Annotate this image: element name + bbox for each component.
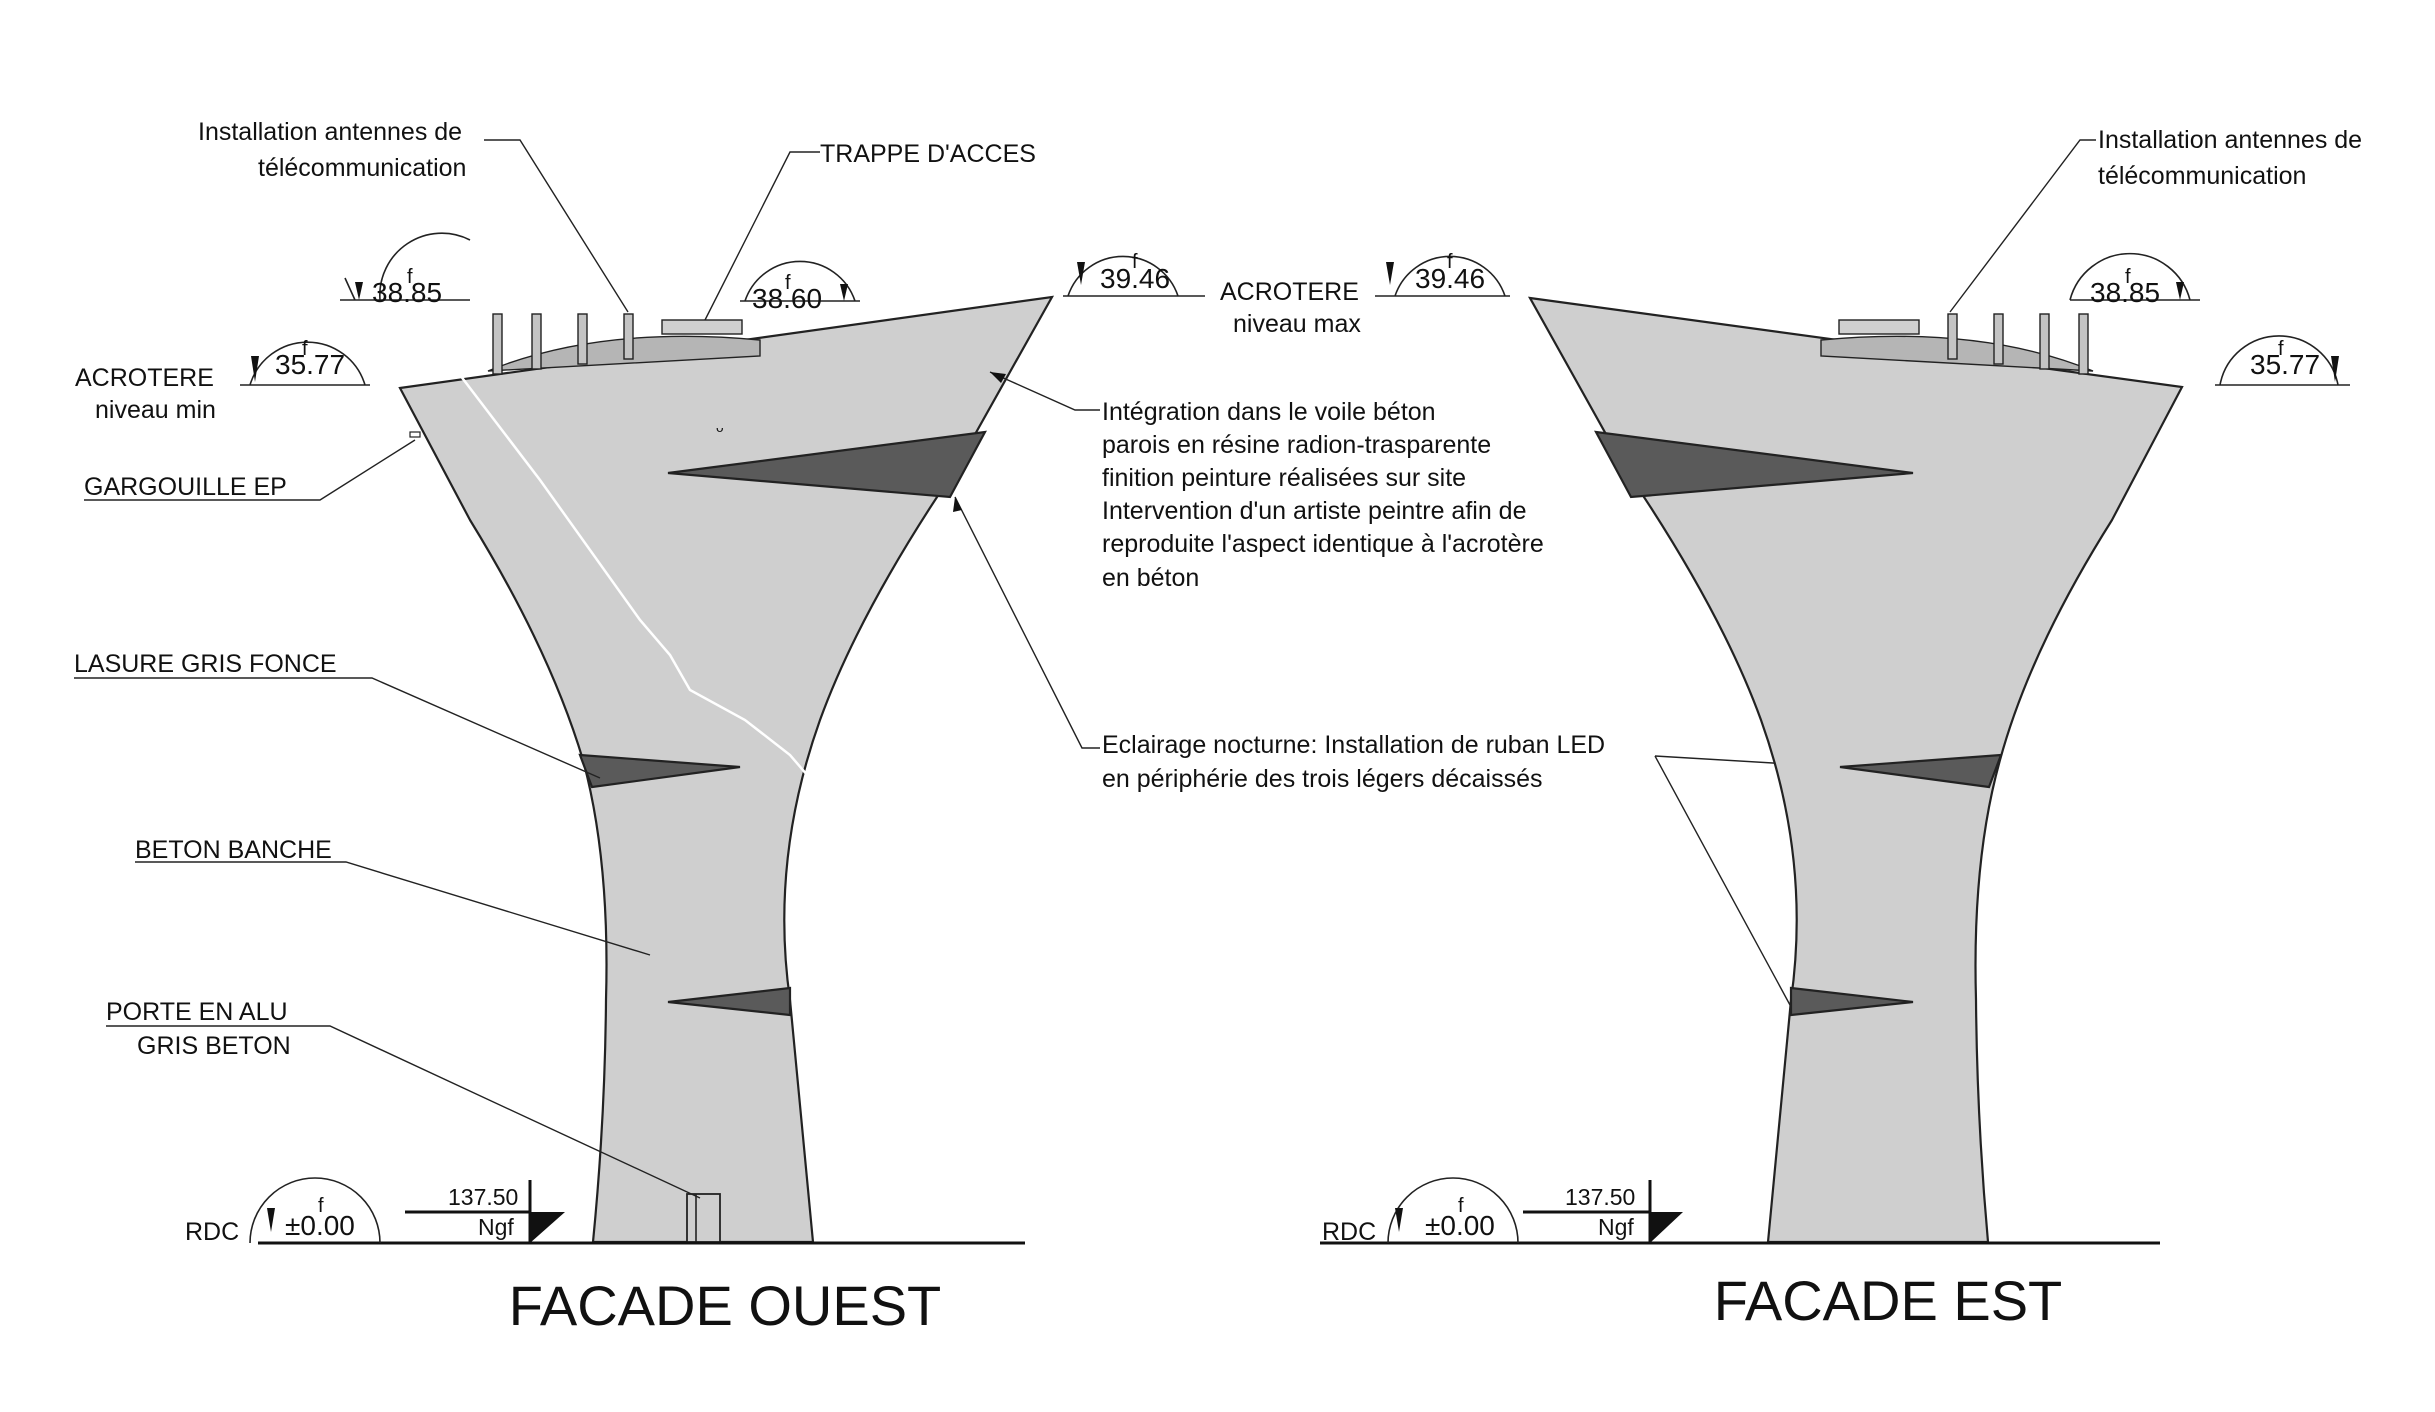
west-title: FACADE OUEST (509, 1274, 942, 1337)
center-notes: ACROTERE niveau max Intégration dans le … (953, 278, 1841, 1006)
east-facade: Installation antennes de télécommunicati… (1320, 126, 2362, 1332)
acrotere-max-label-2: niveau max (1233, 310, 1361, 338)
level-marker: f (1132, 251, 1138, 273)
porte-label-1: PORTE EN ALU (106, 998, 288, 1026)
west-antennas-label-2: télécommunication (258, 154, 466, 182)
gargouille-label: GARGOUILLE EP (84, 473, 287, 501)
east-level-000-value: ±0.00 (1425, 1210, 1495, 1241)
east-rdc-label: RDC (1322, 1218, 1376, 1246)
east-antennas-label-1: Installation antennes de (2098, 126, 2362, 154)
led-note-line-2: en périphérie des trois légers décaissés (1102, 765, 1543, 793)
west-rdc-label: RDC (185, 1218, 239, 1246)
level-marker: f (1447, 251, 1453, 273)
east-ngf-marker: 137.50 Ngf (1523, 1180, 1683, 1243)
west-level-3860-value: 38.60 (752, 283, 822, 314)
level-marker: f (302, 338, 308, 360)
west-level-000-value: ±0.00 (285, 1210, 355, 1241)
level-marker: f (407, 266, 413, 288)
led-leader-west (954, 496, 1100, 749)
west-access-hatch (661, 319, 743, 335)
west-recess-mid (578, 753, 741, 789)
east-recess-top (1594, 430, 1914, 499)
level-marker: f (2278, 338, 2284, 360)
west-level-000: ±0.00 f (249, 1177, 381, 1244)
west-level-3946-value: 39.46 (1100, 263, 1170, 294)
west-level-3885-value: 38.85 (372, 277, 442, 308)
west-antennas-label-1: Installation antennes de (198, 118, 462, 146)
east-level-3946: 39.46 f (1375, 251, 1510, 297)
east-ngf-value: 137.50 (1565, 1184, 1635, 1210)
west-antenna-2 (531, 313, 542, 370)
west-ngf-marker: 137.50 Ngf (405, 1180, 565, 1243)
east-title: FACADE EST (1714, 1269, 2063, 1332)
gargouille-spout (409, 431, 421, 438)
west-ngf-value: 137.50 (448, 1184, 518, 1210)
west-facade: ᵕ Installation antennes de télécommunica… (74, 118, 1205, 1337)
integration-leader (989, 371, 1100, 411)
integration-note-line-4: Intervention d'un artiste peintre afin d… (1102, 497, 1527, 525)
west-hatch-leader (704, 151, 820, 321)
integration-note-line-1: Intégration dans le voile béton (1102, 398, 1436, 426)
led-leader-east-low (1654, 755, 1791, 1006)
west-door (686, 1193, 721, 1243)
small-mark: ᵕ (716, 420, 724, 442)
east-antenna-2 (1993, 313, 2004, 365)
integration-note-line-6: en béton (1102, 564, 1199, 592)
east-antenna-4 (2078, 313, 2089, 375)
west-antenna-1 (492, 313, 503, 375)
east-antenna-1 (1947, 313, 1958, 360)
east-ngf-label: Ngf (1598, 1214, 1634, 1240)
lasure-label: LASURE GRIS FONCE (74, 650, 337, 678)
acrotere-max-label-1: ACROTERE (1220, 278, 1359, 306)
porte-leader (106, 1025, 701, 1199)
east-recess-low (1789, 986, 1914, 1017)
integration-note-line-2: parois en résine radion-trasparente (1102, 431, 1491, 459)
led-note-line-1: Eclairage nocturne: Installation de ruba… (1102, 731, 1605, 759)
integration-note-line-3: finition peinture réalisées sur site (1102, 464, 1466, 492)
beton-label: BETON BANCHE (135, 836, 332, 864)
west-level-3577-value: 35.77 (275, 349, 345, 380)
east-level-3885: 38.85 f (2069, 252, 2200, 308)
west-recess-top (667, 430, 987, 499)
west-antennas-leader (484, 139, 629, 313)
west-level-3860: 38.60 f (740, 260, 860, 314)
east-antennas-label-2: télécommunication (2098, 162, 2306, 190)
west-antenna-4 (623, 313, 634, 360)
west-acrotere-min-label-1: ACROTERE (75, 364, 214, 392)
porte-label-2: GRIS BETON (137, 1032, 291, 1060)
east-level-3885-value: 38.85 (2090, 277, 2160, 308)
east-level-000: ±0.00 f (1387, 1177, 1519, 1244)
east-level-3577-value: 35.77 (2250, 349, 2320, 380)
beton-leader (135, 861, 651, 956)
gargouille-leader (84, 439, 416, 501)
west-level-3946: 39.46 f (1063, 251, 1205, 297)
west-hatch-label: TRAPPE D'ACCES (820, 140, 1036, 168)
level-marker: f (2125, 266, 2131, 288)
east-level-3577: 35.77 f (2215, 335, 2350, 386)
west-level-3885: 38.85 f (340, 232, 471, 308)
west-antenna-3 (577, 313, 588, 365)
east-access-hatch (1838, 319, 1920, 335)
lasure-leader (74, 677, 601, 779)
west-acrotere-min-label-2: niveau min (95, 396, 216, 424)
level-marker: f (1458, 1195, 1464, 1217)
east-recess-mid (1839, 753, 2003, 789)
east-antenna-3 (2039, 313, 2050, 370)
east-antennas-leader (1949, 139, 2096, 313)
west-highlight-line (459, 374, 821, 791)
east-level-3946-value: 39.46 (1415, 263, 1485, 294)
level-marker: f (318, 1195, 324, 1217)
west-recess-low (667, 986, 792, 1017)
level-marker: f (785, 272, 791, 294)
west-ngf-label: Ngf (478, 1214, 514, 1240)
west-level-3577: 35.77 f (240, 338, 370, 386)
integration-note-line-5: reproduite l'aspect identique à l'acrotè… (1102, 530, 1544, 558)
